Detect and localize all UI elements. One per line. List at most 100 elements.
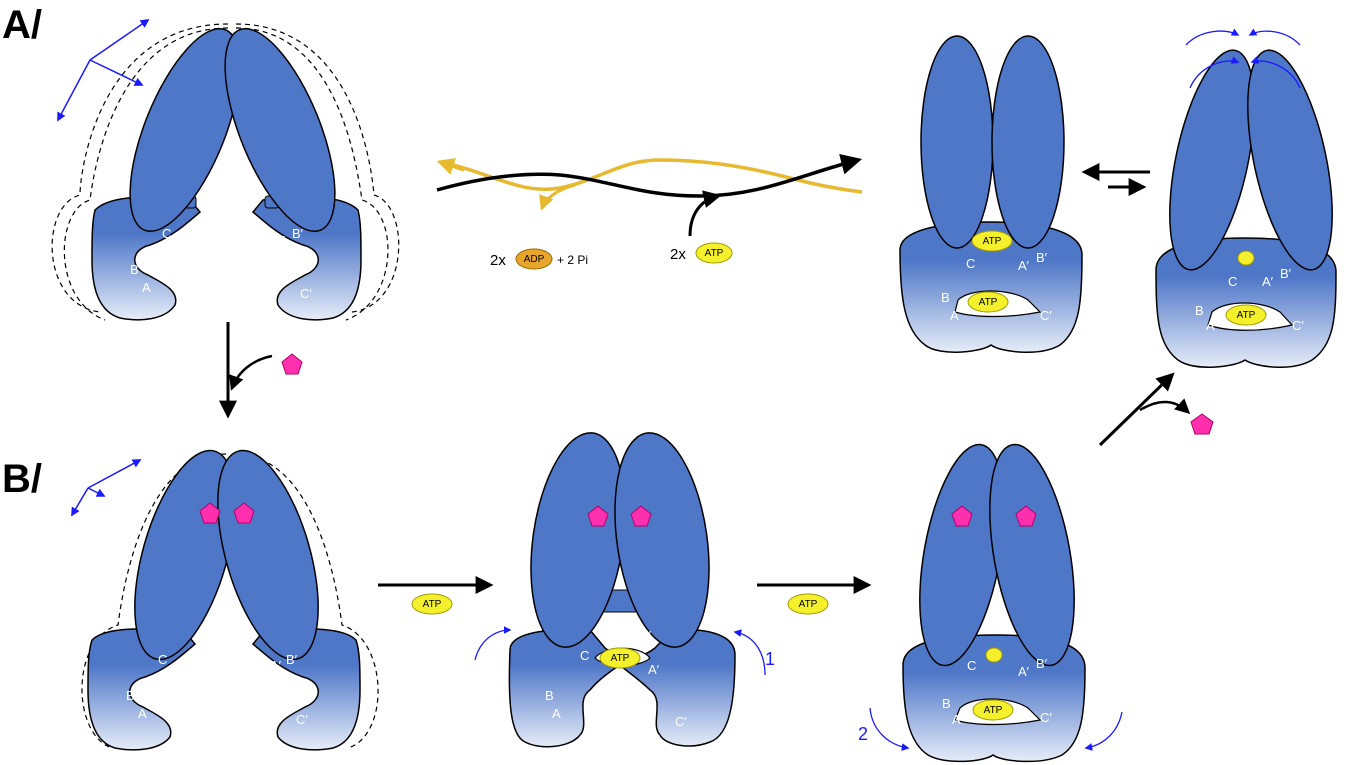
site-label-c: C <box>966 256 975 271</box>
site-label-b-prime: B′ <box>1280 266 1292 281</box>
drug-pentagon <box>630 505 652 527</box>
input-coefficient: 2x <box>670 246 686 263</box>
arm-right <box>614 432 710 648</box>
dna-strand-passage <box>436 154 863 237</box>
atp-cleft-label: ATP <box>984 705 1003 716</box>
lower-domain-right <box>251 196 362 321</box>
atp-label: ATP <box>705 248 724 259</box>
atp-core <box>599 647 641 669</box>
panel-label-b: B/ <box>2 457 42 501</box>
conformation-outline <box>63 27 229 321</box>
site-label-a-prime: A′ <box>648 662 660 677</box>
conformation-outline <box>235 23 400 313</box>
site-label-c-prime: C′ <box>1040 710 1052 725</box>
equilibrium-arrows <box>1081 163 1150 196</box>
step-two-label: 2 <box>858 724 868 744</box>
site-label-c: C <box>162 226 171 241</box>
drug-release-arrow <box>1098 372 1214 447</box>
site-label-b-prime: B′ <box>640 628 652 643</box>
atp-chip: ATP <box>695 242 733 264</box>
atp-binding-arrow-2: ATP <box>757 576 872 615</box>
site-label-c: C <box>158 652 167 667</box>
arm-right <box>217 449 319 661</box>
step-one-label: 1 <box>765 649 775 669</box>
site-label-b: B <box>942 696 951 711</box>
release-tail: + 2 Pi <box>557 253 588 267</box>
conformation-outline <box>51 23 229 313</box>
site-label-b: B <box>130 262 139 277</box>
atp-input-arrow <box>688 190 722 237</box>
panel-label-a: A/ <box>2 3 42 47</box>
lower-body <box>899 221 1083 353</box>
adp-chip: ADP <box>515 248 553 270</box>
lower-body <box>902 634 1086 763</box>
adp-label: ADP <box>524 254 545 265</box>
site-label-c-prime: C′ <box>675 714 687 729</box>
gyrase-closed-state: ATP ATP C B A A′ B′ C′ <box>899 35 1083 353</box>
lower-body <box>508 628 736 748</box>
gyrase-drug-bound-open-state: C B A A′ B′ C′ <box>81 449 379 751</box>
site-label-c-prime: C′ <box>300 286 312 301</box>
arm-right <box>989 443 1075 667</box>
site-label-b: B <box>126 688 135 703</box>
arm-left <box>920 35 994 249</box>
atp-label: ATP <box>799 599 818 610</box>
drug-pentagon <box>587 505 609 527</box>
site-label-a-prime: A′ <box>270 658 282 673</box>
motion-axes-icon <box>71 459 142 517</box>
site-label-a: A <box>1206 318 1215 333</box>
adp-release-arrow <box>539 183 576 211</box>
gyrase-open-state: C B A A′ B′ C′ <box>51 23 400 321</box>
arm-left <box>129 27 241 233</box>
site-label-a-prime: A′ <box>1018 664 1030 679</box>
atp-cleft-label: ATP <box>1237 310 1256 321</box>
site-label-a: A <box>952 712 961 727</box>
arm-right <box>224 27 336 233</box>
motion-axes-icon <box>57 18 150 122</box>
atp-cleft-label: ATP <box>979 297 998 308</box>
atp-label: ATP <box>423 599 442 610</box>
site-label-a: A <box>552 706 561 721</box>
gyrase-drug-bound-closed-state: ATP C B A A′ B′ C′ <box>902 443 1086 763</box>
arm-right <box>991 35 1065 249</box>
site-label-c-prime: C′ <box>1040 308 1052 323</box>
atp-partial <box>1237 250 1255 266</box>
gyrase-drug-bound-atp-state: ATP C B A A′ B′ C′ <box>508 432 736 748</box>
atp-top <box>971 230 1013 252</box>
atp-binding-arrow-1: ATP <box>378 576 494 615</box>
site-label-b: B <box>941 290 950 305</box>
site-label-b-prime: B′ <box>1036 656 1048 671</box>
site-label-a: A <box>138 706 147 721</box>
conformation-outline <box>233 453 379 749</box>
drug-pentagon <box>281 353 303 375</box>
drug-pentagon <box>1015 505 1037 527</box>
site-label-a-prime: A′ <box>1262 274 1274 289</box>
atp-cleft <box>1225 304 1267 326</box>
site-label-b-prime: B′ <box>286 652 298 667</box>
site-label-a: A <box>142 280 151 295</box>
arm-right <box>1247 49 1333 271</box>
release-coefficient: 2x <box>490 252 506 269</box>
site-label-a-prime: A′ <box>1018 258 1030 273</box>
site-label-b: B <box>545 688 554 703</box>
site-label-c: C <box>967 658 976 673</box>
atp-cleft <box>972 699 1014 721</box>
drug-pentagon <box>1190 413 1214 435</box>
atp-partial <box>985 647 1003 663</box>
atp-cleft <box>967 291 1009 313</box>
site-label-a: A <box>950 308 959 323</box>
drug-pentagon <box>233 502 255 524</box>
arm-left <box>1169 49 1255 271</box>
site-label-c: C <box>580 648 589 663</box>
site-label-a-prime: A′ <box>274 233 286 248</box>
drug-binding-arrow <box>219 322 303 419</box>
drug-pentagon <box>951 505 973 527</box>
atp-core-label: ATP <box>611 653 630 664</box>
drug-pentagon <box>199 502 221 524</box>
site-label-b: B <box>1195 303 1204 318</box>
site-label-b-prime: B′ <box>292 226 304 241</box>
atp-top-label: ATP <box>983 236 1002 247</box>
arm-motion-arrows <box>1185 28 1301 89</box>
conformation-outline <box>235 27 389 321</box>
